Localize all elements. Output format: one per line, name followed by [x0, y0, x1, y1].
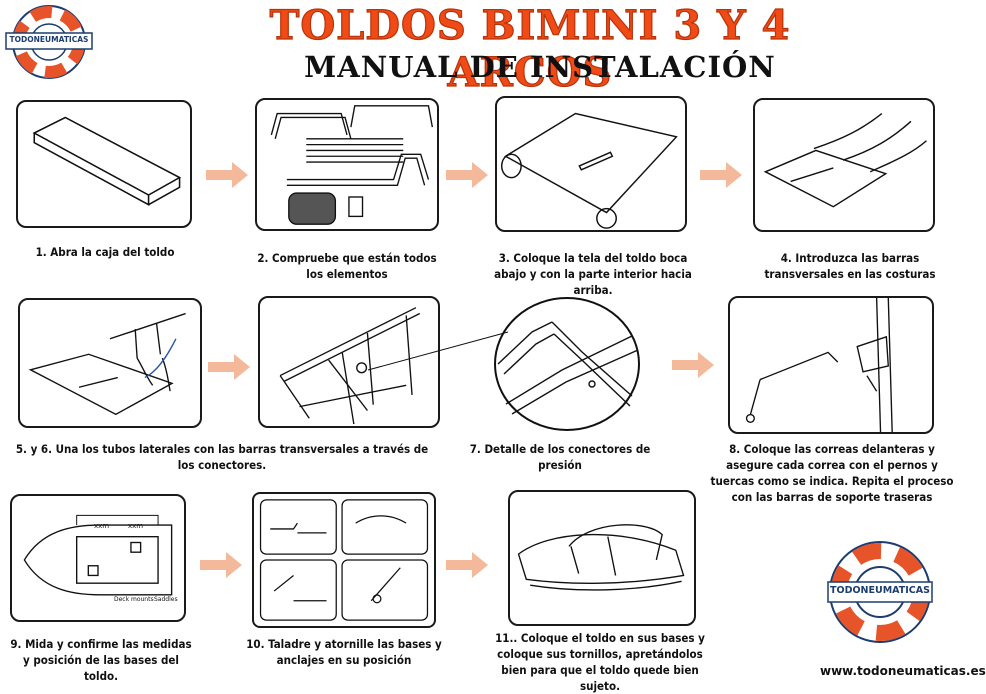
step-9-illustration: xxm xxm Deck mounts Saddles — [10, 494, 186, 622]
step-1-illustration — [16, 100, 192, 228]
saddles-label: Saddles — [154, 596, 178, 603]
brand-logo-top: TODONEUMATICAS — [4, 2, 94, 82]
arrow-step-3-4 — [700, 162, 742, 188]
step-4-illustration — [753, 98, 935, 232]
step-10-illustration — [252, 492, 436, 628]
step-8-caption: 8. Coloque las correas delanteras y aseg… — [710, 442, 954, 504]
step-2-illustration — [255, 98, 439, 231]
arrow-step-1-2 — [206, 162, 248, 188]
arrow-step-5-6 — [208, 354, 250, 380]
deck-mounts-label: Deck mounts — [114, 596, 154, 603]
arrow-step-2-3 — [446, 162, 488, 188]
website-link[interactable]: www.todoneumaticas.es — [820, 664, 986, 678]
step-5-illustration — [18, 298, 202, 428]
step-4-caption: 4. Introduzca las barras transversales e… — [764, 251, 936, 281]
brand-logo-bottom-text: TODONEUMATICAS — [830, 585, 930, 596]
page-subtitle: MANUAL DE INSTALACIÓN — [304, 50, 776, 84]
detail-connector-line — [367, 331, 509, 371]
step-9-caption: 9. Mida y confirme las medidas y posició… — [10, 637, 192, 683]
step-3-caption: 3. Coloque la tela del toldo boca abajo … — [494, 251, 692, 297]
arrow-step-7-8 — [672, 352, 714, 378]
dim-label-a: xxm — [94, 522, 110, 530]
step-6-illustration — [258, 296, 440, 428]
step-2-caption: 2. Compruebe que están todos los element… — [257, 251, 437, 281]
arrow-step-10-11 — [446, 552, 488, 578]
step-10-caption: 10. Taladre y atornille las bases y ancl… — [246, 637, 442, 667]
brand-logo-text: TODONEUMATICAS — [9, 35, 89, 44]
step-7-illustration — [492, 296, 642, 432]
step-5-6-caption: 5. y 6. Una los tubos laterales con las … — [15, 442, 429, 472]
step-8-illustration — [728, 296, 934, 434]
step-7-caption: 7. Detalle de los conectores de presión — [469, 442, 651, 472]
step-1-caption: 1. Abra la caja del toldo — [35, 245, 175, 259]
brand-logo-bottom: TODONEUMATICAS — [826, 536, 934, 648]
dim-label-b: xxm — [128, 522, 144, 530]
step-11-illustration — [508, 490, 696, 626]
page-title: TOLDOS BIMINI 3 Y 4 ARCOS — [269, 1, 791, 96]
arrow-step-9-10 — [200, 552, 242, 578]
step-3-illustration — [495, 96, 687, 232]
step-11-caption: 11.. Coloque el toldo en sus bases y col… — [495, 631, 705, 693]
